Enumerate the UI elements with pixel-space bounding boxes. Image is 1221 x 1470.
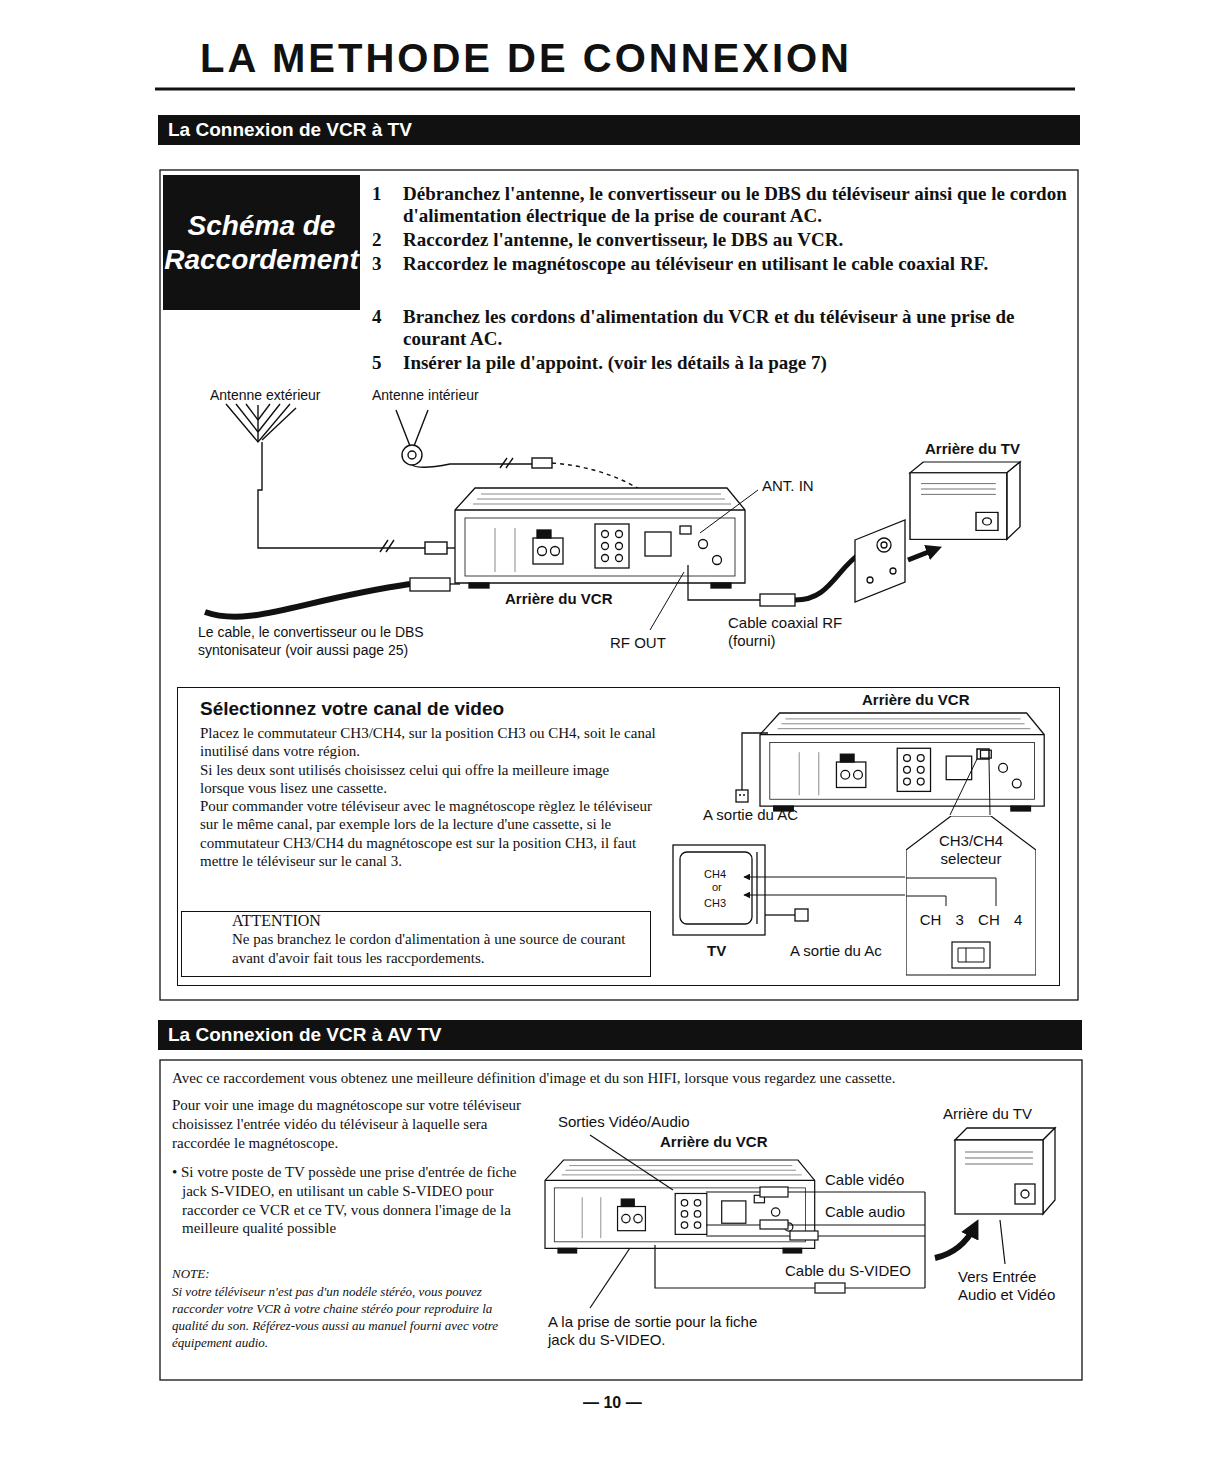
node-heading: Schéma de Raccordement xyxy=(160,203,363,282)
ac-cord xyxy=(736,733,768,802)
intro-text: Avec ce raccordement vous obtenez une me… xyxy=(172,1069,1072,1088)
node-heading: CH3/CH4 selecteur xyxy=(931,832,1011,868)
tv-rear xyxy=(910,462,1020,539)
part-label: Cable coaxial RF (fourni) xyxy=(728,614,853,650)
note-heading: NOTE: xyxy=(172,1266,272,1283)
wall-plate xyxy=(855,520,905,602)
channel-pointer xyxy=(744,877,905,895)
bullet-text: • Si votre poste de TV possède une prise… xyxy=(172,1163,527,1238)
step-text: Raccordez l'antenne, le convertisseur, l… xyxy=(403,229,1068,251)
part-label: Arrière du VCR xyxy=(660,1133,800,1151)
step-number: 1 xyxy=(372,183,400,205)
node-text: Pour commander votre téléviseur avec le … xyxy=(200,797,656,870)
step-text: Raccordez le magnétoscope au téléviseur … xyxy=(403,253,1068,275)
selector-callout: CH3/CH4 selecteur CH 3 CH 4 xyxy=(906,816,1036,976)
body-text: Pour voir une image du magnétoscope sur … xyxy=(172,1096,527,1152)
vcr-rear xyxy=(455,488,745,588)
outdoor-antenna xyxy=(226,404,458,554)
step-number: 5 xyxy=(372,352,400,374)
screen-label: or xyxy=(712,881,734,893)
title-rule xyxy=(155,88,1075,91)
node-text: CH 3 CH 4 xyxy=(906,911,1036,928)
part-label: A sortie du AC xyxy=(703,806,823,824)
step-number: 2 xyxy=(372,229,400,251)
screen-label: CH4 xyxy=(704,868,736,880)
node-text: Placez le commutateur CH3/CH4, sur la po… xyxy=(200,724,656,761)
vcr-rear xyxy=(760,713,1044,811)
dbs-cable xyxy=(205,578,460,617)
vcr-rear xyxy=(545,1160,815,1253)
part-label: Antenne intérieur xyxy=(372,387,522,405)
coaxial-cable xyxy=(688,552,862,606)
part-label: A sortie du Ac xyxy=(790,942,900,960)
part-label: Arrière du TV xyxy=(925,440,1040,458)
page-number: — 10 — xyxy=(583,1394,663,1412)
cable-label: Cable audio xyxy=(825,1203,925,1221)
part-label: Vers Entrée Audio et Vidéo xyxy=(958,1268,1068,1304)
step-text: Insérer la pile d'appoint. (voir les dét… xyxy=(403,352,1068,374)
section-band: La Connexion de VCR à TV xyxy=(158,115,1080,145)
section-band: La Connexion de VCR à AV TV xyxy=(158,1020,1082,1050)
page-title: LA METHODE DE CONNEXION xyxy=(200,36,852,81)
part-label: Sorties Vidéo/Audio xyxy=(558,1113,708,1131)
part-label: TV xyxy=(707,942,737,960)
node-heading: ATTENTION xyxy=(228,912,325,930)
step-text: Branchez les cordons d'alimentation du V… xyxy=(403,306,1068,350)
note-text: Si votre téléviseur n'est pas d'un nodél… xyxy=(172,1284,517,1352)
cable-label: Cable vidéo xyxy=(825,1171,925,1189)
part-label: A la prise de sortie pour la fiche jack … xyxy=(548,1313,758,1349)
heading-block: Schéma de Raccordement xyxy=(163,175,360,310)
warning-box: ATTENTIONNe pas branchez le cordon d'ali… xyxy=(181,911,651,977)
info-box: Sélectionnez votre canal de videoPlacez … xyxy=(177,687,1060,986)
tv-front xyxy=(673,845,808,935)
note-label: Le cable, le convertisseur ou le DBS syn… xyxy=(198,624,468,659)
direction-arrow xyxy=(935,1226,975,1258)
part-label: Arrière du VCR xyxy=(505,590,645,608)
step-number: 4 xyxy=(372,306,400,328)
screen-label: CH3 xyxy=(704,897,736,909)
direction-arrow xyxy=(908,549,936,560)
leader-line xyxy=(650,490,758,630)
part-label: Antenne extérieur xyxy=(210,387,360,405)
step-text: Débranchez l'antenne, le convertisseur o… xyxy=(403,183,1068,227)
port-label: RF OUT xyxy=(610,634,680,652)
section-frame xyxy=(160,170,1078,1000)
node-heading: La Connexion de VCR à TV xyxy=(158,115,1080,145)
node-text: Ne pas branchez le cordon d'alimentation… xyxy=(232,930,640,968)
av-cables xyxy=(590,1135,1005,1308)
cable-label: Cable du S-VIDEO xyxy=(785,1262,920,1280)
step-number: 3 xyxy=(372,253,400,275)
part-label: Arrière du VCR xyxy=(862,691,1002,709)
node-text: Si les deux sont utilisés choisissez cel… xyxy=(200,761,656,798)
section-frame xyxy=(160,1060,1082,1380)
node-heading: Sélectionnez votre canal de video xyxy=(200,698,656,720)
tv-rear xyxy=(955,1128,1055,1214)
port-label: ANT. IN xyxy=(762,477,842,495)
selector-callout xyxy=(950,749,990,815)
part-label: Arrière du TV xyxy=(943,1105,1058,1123)
node-heading: La Connexion de VCR à AV TV xyxy=(158,1020,1082,1050)
